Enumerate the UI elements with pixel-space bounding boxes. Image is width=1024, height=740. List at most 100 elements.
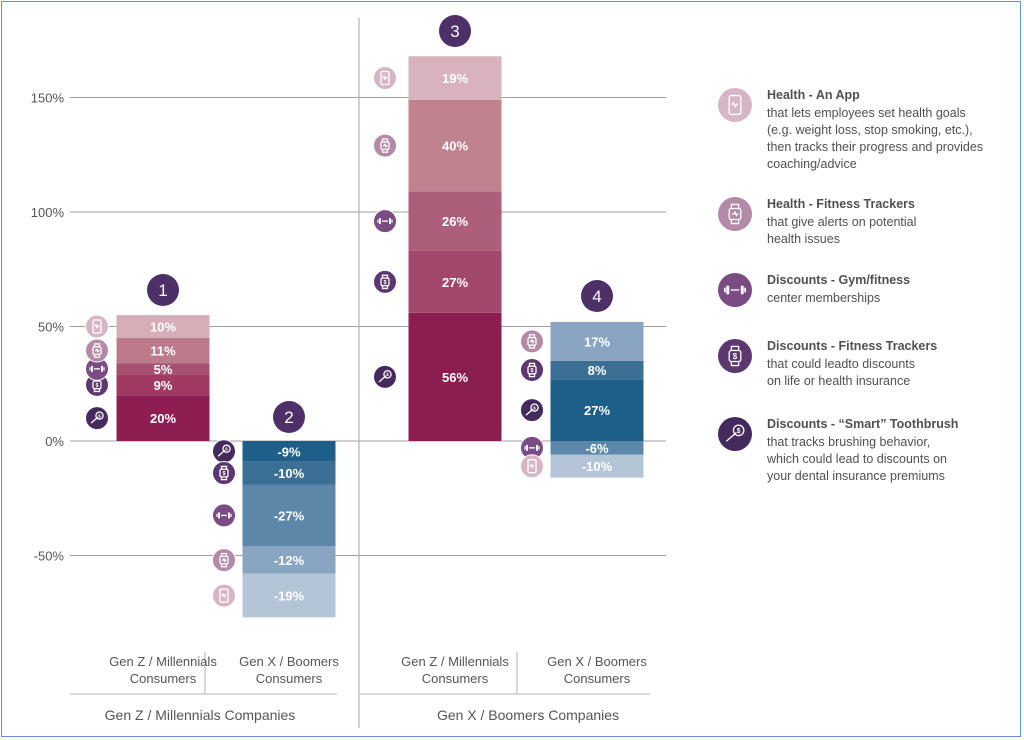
data-label: -12% bbox=[274, 553, 305, 568]
bar-segment bbox=[116, 315, 210, 338]
legend-desc: that lets employees set health goals (e.… bbox=[767, 106, 984, 171]
bar-segment bbox=[116, 363, 210, 375]
svg-text:$: $ bbox=[225, 447, 228, 453]
svg-text:2: 2 bbox=[284, 408, 293, 427]
phone-icon bbox=[718, 88, 752, 122]
data-label: -9% bbox=[277, 444, 301, 459]
legend-item-discounts-toothbrush: $ Discounts - “Smart” Toothbrush that tr… bbox=[718, 417, 1018, 497]
svg-text:$: $ bbox=[533, 405, 536, 411]
bar-segment bbox=[550, 360, 644, 380]
legend-item-health-trackers: Health - Fitness Trackers that give aler… bbox=[718, 197, 1018, 277]
bar-segment bbox=[550, 379, 644, 441]
svg-text:$: $ bbox=[222, 471, 225, 477]
watch-icon bbox=[718, 197, 752, 231]
toothbrush-icon: $ bbox=[520, 398, 544, 423]
data-label: 9% bbox=[154, 378, 173, 393]
data-label: 5% bbox=[154, 362, 173, 377]
toothbrush-icon: $ bbox=[85, 406, 109, 431]
data-label: -10% bbox=[582, 459, 613, 474]
legend-item-discounts-gym: Discounts - Gym/fitness center membershi… bbox=[718, 273, 1018, 353]
data-label: 17% bbox=[584, 334, 610, 349]
bar-segment bbox=[408, 56, 502, 100]
phone-icon bbox=[373, 66, 397, 91]
svg-text:$: $ bbox=[737, 428, 741, 435]
data-label: -10% bbox=[274, 466, 305, 481]
watch-dollar-icon: $ bbox=[718, 339, 752, 373]
data-label: -27% bbox=[274, 508, 305, 523]
y-tick-label: 50% bbox=[38, 320, 64, 335]
bar-segment bbox=[116, 337, 210, 364]
bar-segment bbox=[550, 454, 644, 478]
dumbbell-icon bbox=[718, 273, 752, 307]
legend-title: Discounts - Fitness Trackers bbox=[767, 339, 938, 353]
bar-number-badge: 4 bbox=[581, 280, 613, 312]
data-label: 11% bbox=[150, 344, 176, 359]
data-label: 56% bbox=[442, 370, 468, 385]
data-label: 8% bbox=[588, 363, 607, 378]
svg-text:$: $ bbox=[383, 280, 386, 286]
legend-item-discounts-trackers: $ Discounts - Fitness Trackers that coul… bbox=[718, 339, 1018, 419]
watch-icon bbox=[212, 548, 236, 573]
watch-icon bbox=[85, 338, 109, 363]
data-label: -19% bbox=[274, 589, 305, 604]
svg-text:$: $ bbox=[530, 368, 533, 374]
toothbrush-icon-glyph: $ bbox=[725, 424, 745, 442]
bar-segment bbox=[550, 321, 644, 361]
watch-dollar-icon: $ bbox=[520, 358, 544, 383]
bar-number-badge: 2 bbox=[273, 401, 305, 433]
data-label: 27% bbox=[442, 275, 468, 290]
svg-text:3: 3 bbox=[450, 22, 459, 41]
bar-number-badge: 1 bbox=[147, 274, 179, 306]
bar-segment bbox=[408, 250, 502, 313]
data-label: 27% bbox=[584, 403, 610, 418]
y-tick-label: 0% bbox=[45, 434, 64, 449]
bar-segment bbox=[242, 546, 336, 574]
watch-icon bbox=[520, 329, 544, 354]
group-label: Gen Z / Millennials Companies bbox=[105, 707, 296, 723]
data-label: 40% bbox=[442, 139, 468, 154]
phone-icon bbox=[212, 583, 236, 608]
svg-text:$: $ bbox=[386, 372, 389, 378]
group-label: Gen X / Boomers Companies bbox=[437, 707, 619, 723]
y-tick-label: 100% bbox=[31, 205, 65, 220]
bar-segment bbox=[408, 191, 502, 251]
svg-text:$: $ bbox=[733, 352, 738, 361]
dumbbell-icon bbox=[373, 209, 397, 234]
legend-title: Health - Fitness Trackers bbox=[767, 197, 915, 211]
svg-text:1: 1 bbox=[158, 281, 167, 300]
watch-dollar-icon: $ bbox=[373, 269, 397, 294]
data-label: -6% bbox=[585, 441, 609, 456]
watch-icon bbox=[373, 133, 397, 158]
toothbrush-icon: $ bbox=[373, 364, 397, 389]
toothbrush-icon: $ bbox=[718, 417, 752, 451]
stacked-bar-chart: 150% 100% 50% 0% -50% Gen Z / Millennials Com… bbox=[31, 15, 666, 728]
watch-icon-glyph bbox=[728, 203, 742, 225]
bar-number-badge: 3 bbox=[439, 15, 471, 47]
data-label: 26% bbox=[442, 214, 468, 229]
legend-title: Discounts - Gym/fitness bbox=[767, 273, 911, 287]
bar-segment bbox=[242, 573, 336, 618]
data-label: 20% bbox=[150, 411, 176, 426]
legend-title: Discounts - “Smart” Toothbrush bbox=[767, 417, 959, 431]
y-tick-label: -50% bbox=[34, 549, 65, 564]
data-label: 10% bbox=[150, 320, 176, 335]
legend-desc: center memberships bbox=[767, 291, 881, 305]
bar-segment bbox=[116, 395, 210, 441]
svg-text:4: 4 bbox=[592, 287, 601, 306]
phone-icon-glyph bbox=[728, 94, 742, 116]
dumbbell-icon bbox=[212, 503, 236, 528]
y-tick-label: 150% bbox=[31, 91, 65, 106]
data-label: 19% bbox=[442, 71, 468, 86]
bar-segment bbox=[116, 374, 210, 396]
legend-desc: that tracks brushing behavior, which cou… bbox=[767, 435, 947, 483]
bar-segment bbox=[242, 461, 336, 485]
toothbrush-icon: $ bbox=[212, 439, 236, 464]
phone-icon bbox=[520, 454, 544, 479]
bar-segment bbox=[408, 99, 502, 192]
legend-title: Health - An App bbox=[767, 88, 860, 102]
legend-desc: that give alerts on potential health iss… bbox=[767, 215, 917, 246]
